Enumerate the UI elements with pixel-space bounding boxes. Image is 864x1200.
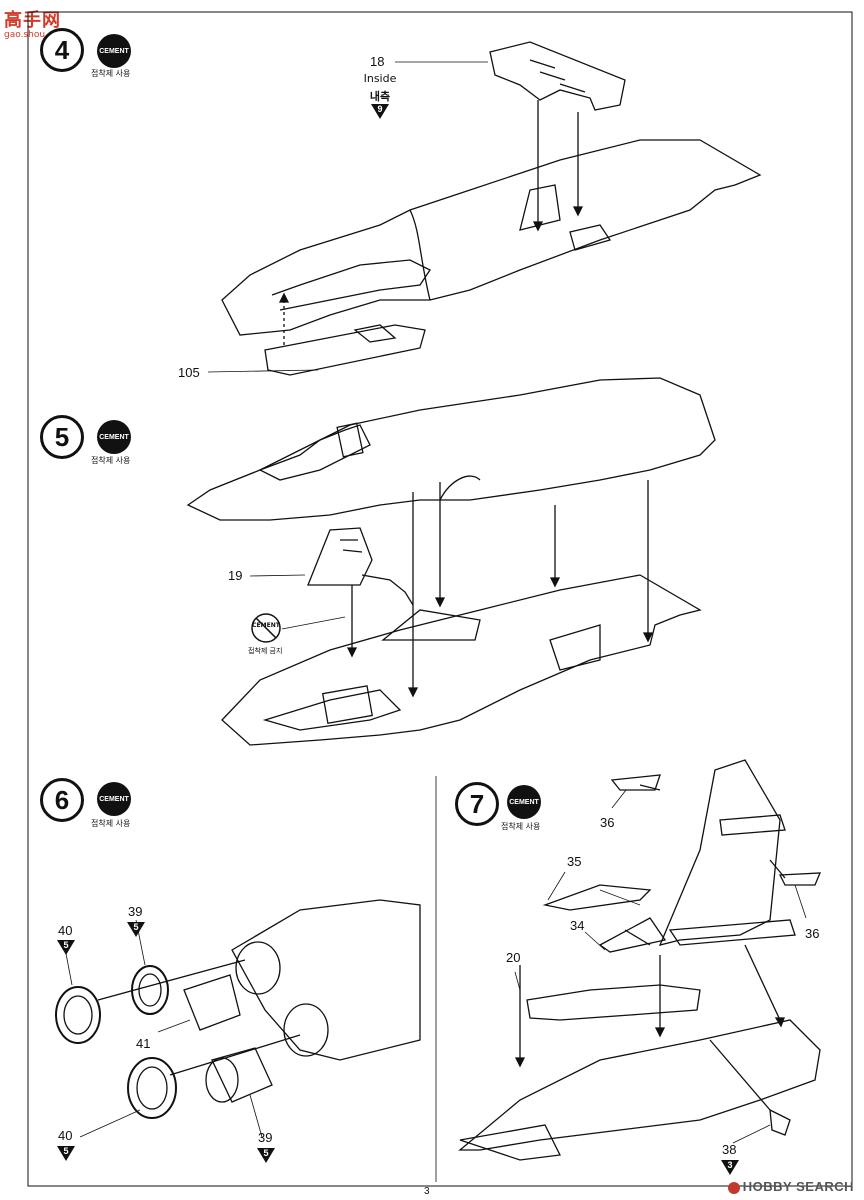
part-36-label: 36 [600,815,615,830]
cement-icon: CEMENT [97,420,131,454]
cement-caption: 접착제 사용 [501,822,541,831]
brand-name: HOBBY SEARCH [742,1179,854,1194]
no-cement-caption: 접착제 금지 [248,647,283,655]
cement-caption: 접착제 사용 [91,819,131,828]
watermark-site: 高手网 [4,10,61,31]
cement-icon: CEMENT [97,34,131,68]
site-watermark: 高手网 gao.shou.com [4,6,67,40]
step-7-number: 7 [455,782,499,826]
ref-triangle-icon [371,104,389,119]
watermark-url: gao.shou.com [4,30,68,40]
cement-icon: CEMENT [507,785,541,819]
inside-label: Inside [363,72,397,85]
step5-drawing [186,377,716,746]
ref-triangle-icon [57,940,75,955]
no-cement-icon: CEMENT [252,622,280,629]
part-40-label: 40 [58,923,73,938]
part-39-label: 39 [128,904,143,919]
step6-drawing [55,899,421,1138]
page-number: 3 [424,1186,430,1197]
cement-caption: 접착제 사용 [91,69,131,78]
ref-number: 5 [133,922,139,932]
ref-triangle-icon [127,922,145,937]
ref-number: 5 [263,1148,269,1158]
ref-number: 3 [727,1160,733,1170]
part-40b-label: 40 [58,1128,73,1143]
part-35-label: 35 [567,854,582,869]
ref-number: 5 [63,940,69,950]
step7-drawing [458,759,821,1161]
ref-triangle-icon [57,1146,75,1161]
part-34-label: 34 [570,918,585,933]
part-39b-label: 39 [258,1130,273,1145]
step-6-number: 6 [40,778,84,822]
page-frame [27,11,853,1187]
ref-triangle-icon [721,1160,739,1175]
step-4-number: 4 [40,28,84,72]
cement-icon: CEMENT [97,782,131,816]
cement-caption: 접착제 사용 [91,456,131,465]
part-18-label: 18 [370,54,385,69]
part-19-label: 19 [228,568,243,583]
brand-logo-icon [727,1181,740,1194]
ref-number: 9 [377,104,383,114]
part-20-label: 20 [506,950,521,965]
ref-number: 5 [63,1146,69,1156]
inside-korean: 내측 [369,90,391,103]
brand-watermark: HOBBY SEARCH [727,1179,854,1194]
step4-drawing [207,41,762,376]
part-38-label: 38 [722,1142,737,1157]
step-5-number: 5 [40,415,84,459]
ref-triangle-icon [257,1148,275,1163]
part-41-label: 41 [136,1036,151,1051]
part-36b-label: 36 [805,926,820,941]
part-105-label: 105 [178,365,200,380]
